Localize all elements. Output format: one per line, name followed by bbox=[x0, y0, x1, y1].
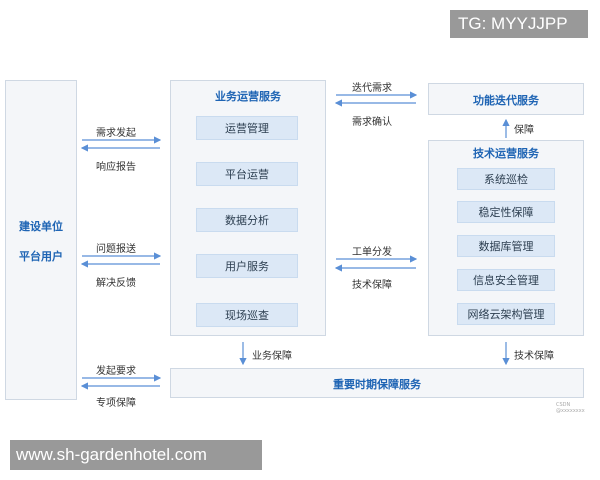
label-tech-support-down: 技术保障 bbox=[514, 351, 554, 362]
business-item-user-service: 用户服务 bbox=[196, 254, 298, 278]
tech-service-title: 技术运营服务 bbox=[473, 147, 539, 160]
critical-service-box bbox=[170, 368, 584, 398]
label-demand-start: 需求发起 bbox=[96, 128, 136, 139]
tech-item-cloud-network: 网络云架构管理 bbox=[457, 303, 555, 325]
tech-item-database: 数据库管理 bbox=[457, 235, 555, 257]
platform-user-label: 平台用户 bbox=[19, 250, 63, 263]
critical-service-title: 重要时期保障服务 bbox=[333, 378, 421, 391]
construction-unit-box bbox=[5, 80, 77, 400]
label-request-start: 发起要求 bbox=[96, 366, 136, 377]
label-issue-report: 问题报送 bbox=[96, 244, 136, 255]
label-resolve-feedback: 解决反馈 bbox=[96, 278, 136, 289]
label-support-up: 保障 bbox=[514, 125, 534, 136]
tech-item-stability: 稳定性保障 bbox=[457, 201, 555, 223]
business-item-data-analysis: 数据分析 bbox=[196, 208, 298, 232]
label-response-report: 响应报告 bbox=[96, 162, 136, 173]
label-tech-support-mid: 技术保障 bbox=[352, 280, 392, 291]
business-service-title: 业务运营服务 bbox=[215, 90, 281, 103]
watermark-bottom-text: www.sh-gardenhotel.com bbox=[16, 445, 207, 464]
label-demand-confirm: 需求确认 bbox=[352, 117, 392, 128]
watermark-top: TG: MYYJJPP bbox=[450, 10, 588, 38]
feature-service-title: 功能迭代服务 bbox=[473, 94, 539, 107]
business-item-ops-management: 运营管理 bbox=[196, 116, 298, 140]
business-item-site-inspection: 现场巡查 bbox=[196, 303, 298, 327]
watermark-top-text: TG: MYYJJPP bbox=[458, 14, 568, 33]
tech-item-system-inspection: 系统巡检 bbox=[457, 168, 555, 190]
watermark-bottom: www.sh-gardenhotel.com bbox=[10, 440, 262, 470]
construction-unit-label: 建设单位 bbox=[19, 220, 63, 233]
label-iterate-demand: 迭代需求 bbox=[352, 83, 392, 94]
feature-service-box bbox=[428, 83, 584, 115]
business-item-platform-ops: 平台运营 bbox=[196, 162, 298, 186]
label-special-support: 专项保障 bbox=[96, 398, 136, 409]
credit-text: CSDN @xxxxxxxx bbox=[556, 402, 585, 414]
label-business-support: 业务保障 bbox=[252, 351, 292, 362]
tech-item-security: 信息安全管理 bbox=[457, 269, 555, 291]
label-ticket-dispatch: 工单分发 bbox=[352, 247, 392, 258]
